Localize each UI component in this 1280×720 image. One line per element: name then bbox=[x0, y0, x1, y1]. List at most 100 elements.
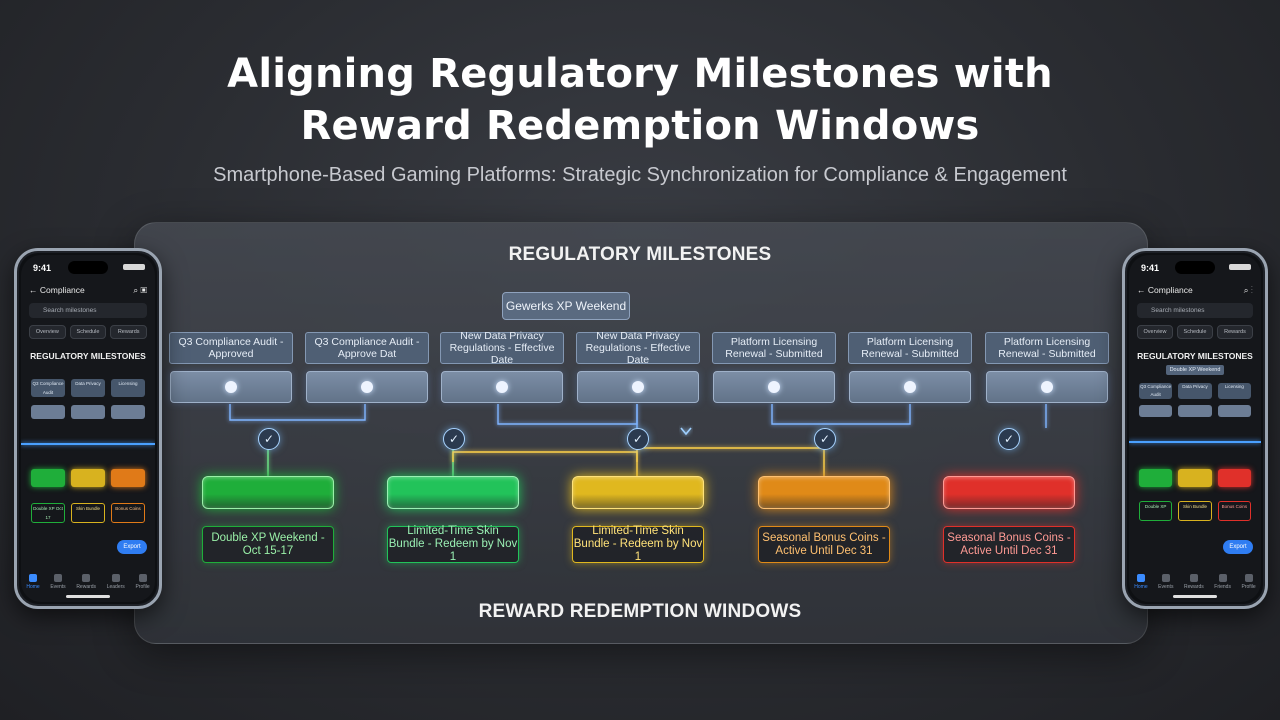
phone-reg-nodes bbox=[1139, 405, 1251, 417]
phone-export-button[interactable]: Export bbox=[117, 540, 147, 554]
phone-reg-node[interactable] bbox=[71, 405, 105, 419]
notification-icon[interactable]: ▣ bbox=[140, 285, 147, 295]
menu-icon[interactable]: ⋮ bbox=[1250, 285, 1253, 295]
search-icon[interactable]: ⌕ bbox=[133, 285, 139, 295]
phone-reg-node[interactable] bbox=[31, 405, 65, 419]
reward-window-label: Seasonal Bonus Coins - Active Until Dec … bbox=[943, 526, 1075, 563]
title-line-2: Reward Redemption Windows bbox=[300, 103, 980, 149]
reward-window-label: Limited-Time Skin Bundle - Redeem by Nov… bbox=[387, 525, 519, 563]
phone-reward-label: Skin Bundle bbox=[1178, 501, 1212, 521]
phone-timeline-axis bbox=[21, 443, 155, 445]
regulatory-heading: REGULATORY MILESTONES bbox=[508, 244, 772, 265]
chip-overview[interactable]: Overview bbox=[29, 325, 66, 339]
nav-home[interactable]: Home bbox=[1134, 574, 1148, 596]
nav-profile[interactable]: Profile bbox=[135, 574, 150, 596]
phone-bottom-nav: Home Events Rewards Leaders Profile bbox=[21, 574, 155, 596]
regulatory-milestone-node[interactable] bbox=[577, 371, 699, 403]
checkmark-icon: ✓ bbox=[443, 428, 465, 450]
phone-section-title: REGULATORY MILESTONES bbox=[1137, 351, 1253, 361]
phone-reward-bar[interactable] bbox=[71, 469, 105, 487]
nav-friends[interactable]: Friends bbox=[1214, 574, 1231, 596]
regulatory-milestone-node[interactable] bbox=[713, 371, 835, 403]
phone-reg-label: Data Privacy bbox=[71, 379, 105, 397]
milestone-dot-icon bbox=[904, 381, 916, 393]
regulatory-milestone-node[interactable] bbox=[849, 371, 971, 403]
rewards-heading: REWARD REDEMPTION WINDOWS bbox=[478, 601, 802, 622]
regulatory-milestone-node[interactable] bbox=[441, 371, 563, 403]
phone-reg-node[interactable] bbox=[1178, 405, 1212, 417]
phone-right: 9:41 ← Compliance ⌕ ⋮ Search milestones … bbox=[1122, 248, 1268, 609]
nav-rewards[interactable]: Rewards bbox=[76, 574, 96, 596]
checkmark-icon: ✓ bbox=[627, 428, 649, 450]
milestone-dot-icon bbox=[768, 381, 780, 393]
milestone-dot-icon bbox=[361, 381, 373, 393]
checkmark-icon: ✓ bbox=[814, 428, 836, 450]
reward-window-bar[interactable] bbox=[943, 476, 1075, 509]
regulatory-milestone-node[interactable] bbox=[986, 371, 1108, 403]
chip-rewards[interactable]: Rewards bbox=[1217, 325, 1253, 339]
phone-reward-bar[interactable] bbox=[111, 469, 145, 487]
regulatory-milestone-label: Q3 Compliance Audit - Approved bbox=[169, 332, 293, 364]
phone-notch bbox=[1175, 261, 1215, 274]
phone-reg-node[interactable] bbox=[111, 405, 145, 419]
reward-window-bar[interactable] bbox=[202, 476, 334, 509]
phone-reward-bar[interactable] bbox=[1139, 469, 1173, 487]
phone-reward-bar[interactable] bbox=[1178, 469, 1212, 487]
battery-icon bbox=[123, 264, 145, 270]
phone-section-title: REGULATORY MILESTONES bbox=[30, 351, 146, 361]
regulatory-milestone-label: Q3 Compliance Audit - Approve Dat bbox=[305, 332, 429, 364]
reward-window-bar[interactable] bbox=[758, 476, 890, 509]
title-line-1: Aligning Regulatory Milestones with bbox=[227, 51, 1053, 97]
phone-search-input[interactable]: Search milestones bbox=[29, 303, 147, 318]
phone-right-screen: 9:41 ← Compliance ⌕ ⋮ Search milestones … bbox=[1129, 255, 1261, 602]
phone-reward-labels: Double XP Skin Bundle Bonus Coins bbox=[1139, 501, 1251, 521]
phone-time: 9:41 bbox=[33, 263, 52, 273]
reward-window-bar[interactable] bbox=[387, 476, 519, 509]
phone-search-input[interactable]: Search milestones bbox=[1137, 303, 1253, 318]
phone-reg-labels: Q3 Compliance Audit Data Privacy Licensi… bbox=[1139, 383, 1251, 399]
regulatory-milestone-label: New Data Privacy Regulations - Effective… bbox=[440, 330, 564, 366]
phone-chips: Overview Schedule Rewards bbox=[1137, 325, 1253, 339]
nav-home[interactable]: Home bbox=[26, 574, 40, 596]
nav-leaders[interactable]: Leaders bbox=[107, 574, 125, 596]
search-icon[interactable]: ⌕ bbox=[1243, 285, 1249, 295]
nav-events[interactable]: Events bbox=[1158, 574, 1173, 596]
phone-reward-bars bbox=[31, 469, 145, 487]
phone-export-button[interactable]: Export bbox=[1223, 540, 1253, 554]
phone-reg-node[interactable] bbox=[1217, 405, 1251, 417]
reward-window-label: Double XP Weekend - Oct 15-17 bbox=[202, 526, 334, 563]
regulatory-milestone-label: Platform Licensing Renewal - Submitted bbox=[712, 332, 836, 364]
milestone-dot-icon bbox=[496, 381, 508, 393]
reward-window-bar[interactable] bbox=[572, 476, 704, 509]
phone-header-title: Compliance bbox=[1147, 285, 1193, 295]
phone-header-icons[interactable]: ⌕ ⋮ bbox=[1244, 285, 1253, 296]
regulatory-milestone-node[interactable] bbox=[170, 371, 292, 403]
phone-reward-bar[interactable] bbox=[1217, 469, 1251, 487]
page-subtitle: Smartphone-Based Gaming Platforms: Strat… bbox=[213, 164, 1067, 186]
phone-reg-label: Q3 Compliance Audit bbox=[1139, 383, 1173, 399]
chip-schedule[interactable]: Schedule bbox=[69, 325, 107, 339]
phone-reg-labels: Q3 Compliance Audit Data Privacy Licensi… bbox=[31, 379, 145, 397]
phone-tag: Double XP Weekend bbox=[1166, 365, 1224, 375]
nav-events[interactable]: Events bbox=[50, 574, 66, 596]
chip-overview[interactable]: Overview bbox=[1137, 325, 1173, 339]
phone-reg-label: Q3 Compliance Audit bbox=[31, 379, 65, 397]
phone-reg-node[interactable] bbox=[1139, 405, 1173, 417]
phone-reward-label: Double XP bbox=[1139, 501, 1173, 521]
phone-header-icons[interactable]: ⌕ ▣ bbox=[133, 285, 147, 296]
chip-schedule[interactable]: Schedule bbox=[1177, 325, 1213, 339]
phone-reward-label: Double XP Oct 17 bbox=[31, 503, 65, 523]
phone-reward-labels: Double XP Oct 17 Skin Bundle Bonus Coins bbox=[31, 503, 145, 523]
nav-rewards[interactable]: Rewards bbox=[1184, 574, 1204, 596]
phone-header-title: Compliance bbox=[39, 285, 85, 295]
regulatory-milestone-node[interactable] bbox=[306, 371, 428, 403]
phone-header[interactable]: ← Compliance bbox=[29, 285, 85, 295]
regulatory-tag: Gewerks XP Weekend bbox=[502, 292, 630, 320]
phone-reward-bar[interactable] bbox=[31, 469, 65, 487]
chip-rewards[interactable]: Rewards bbox=[110, 325, 148, 339]
regulatory-milestone-label: New Data Privacy Regulations - Effective… bbox=[576, 330, 700, 366]
nav-profile[interactable]: Profile bbox=[1242, 574, 1256, 596]
phone-reward-label: Skin Bundle bbox=[71, 503, 105, 523]
phone-timeline-axis bbox=[1129, 441, 1261, 443]
phone-header[interactable]: ← Compliance bbox=[1137, 285, 1193, 295]
